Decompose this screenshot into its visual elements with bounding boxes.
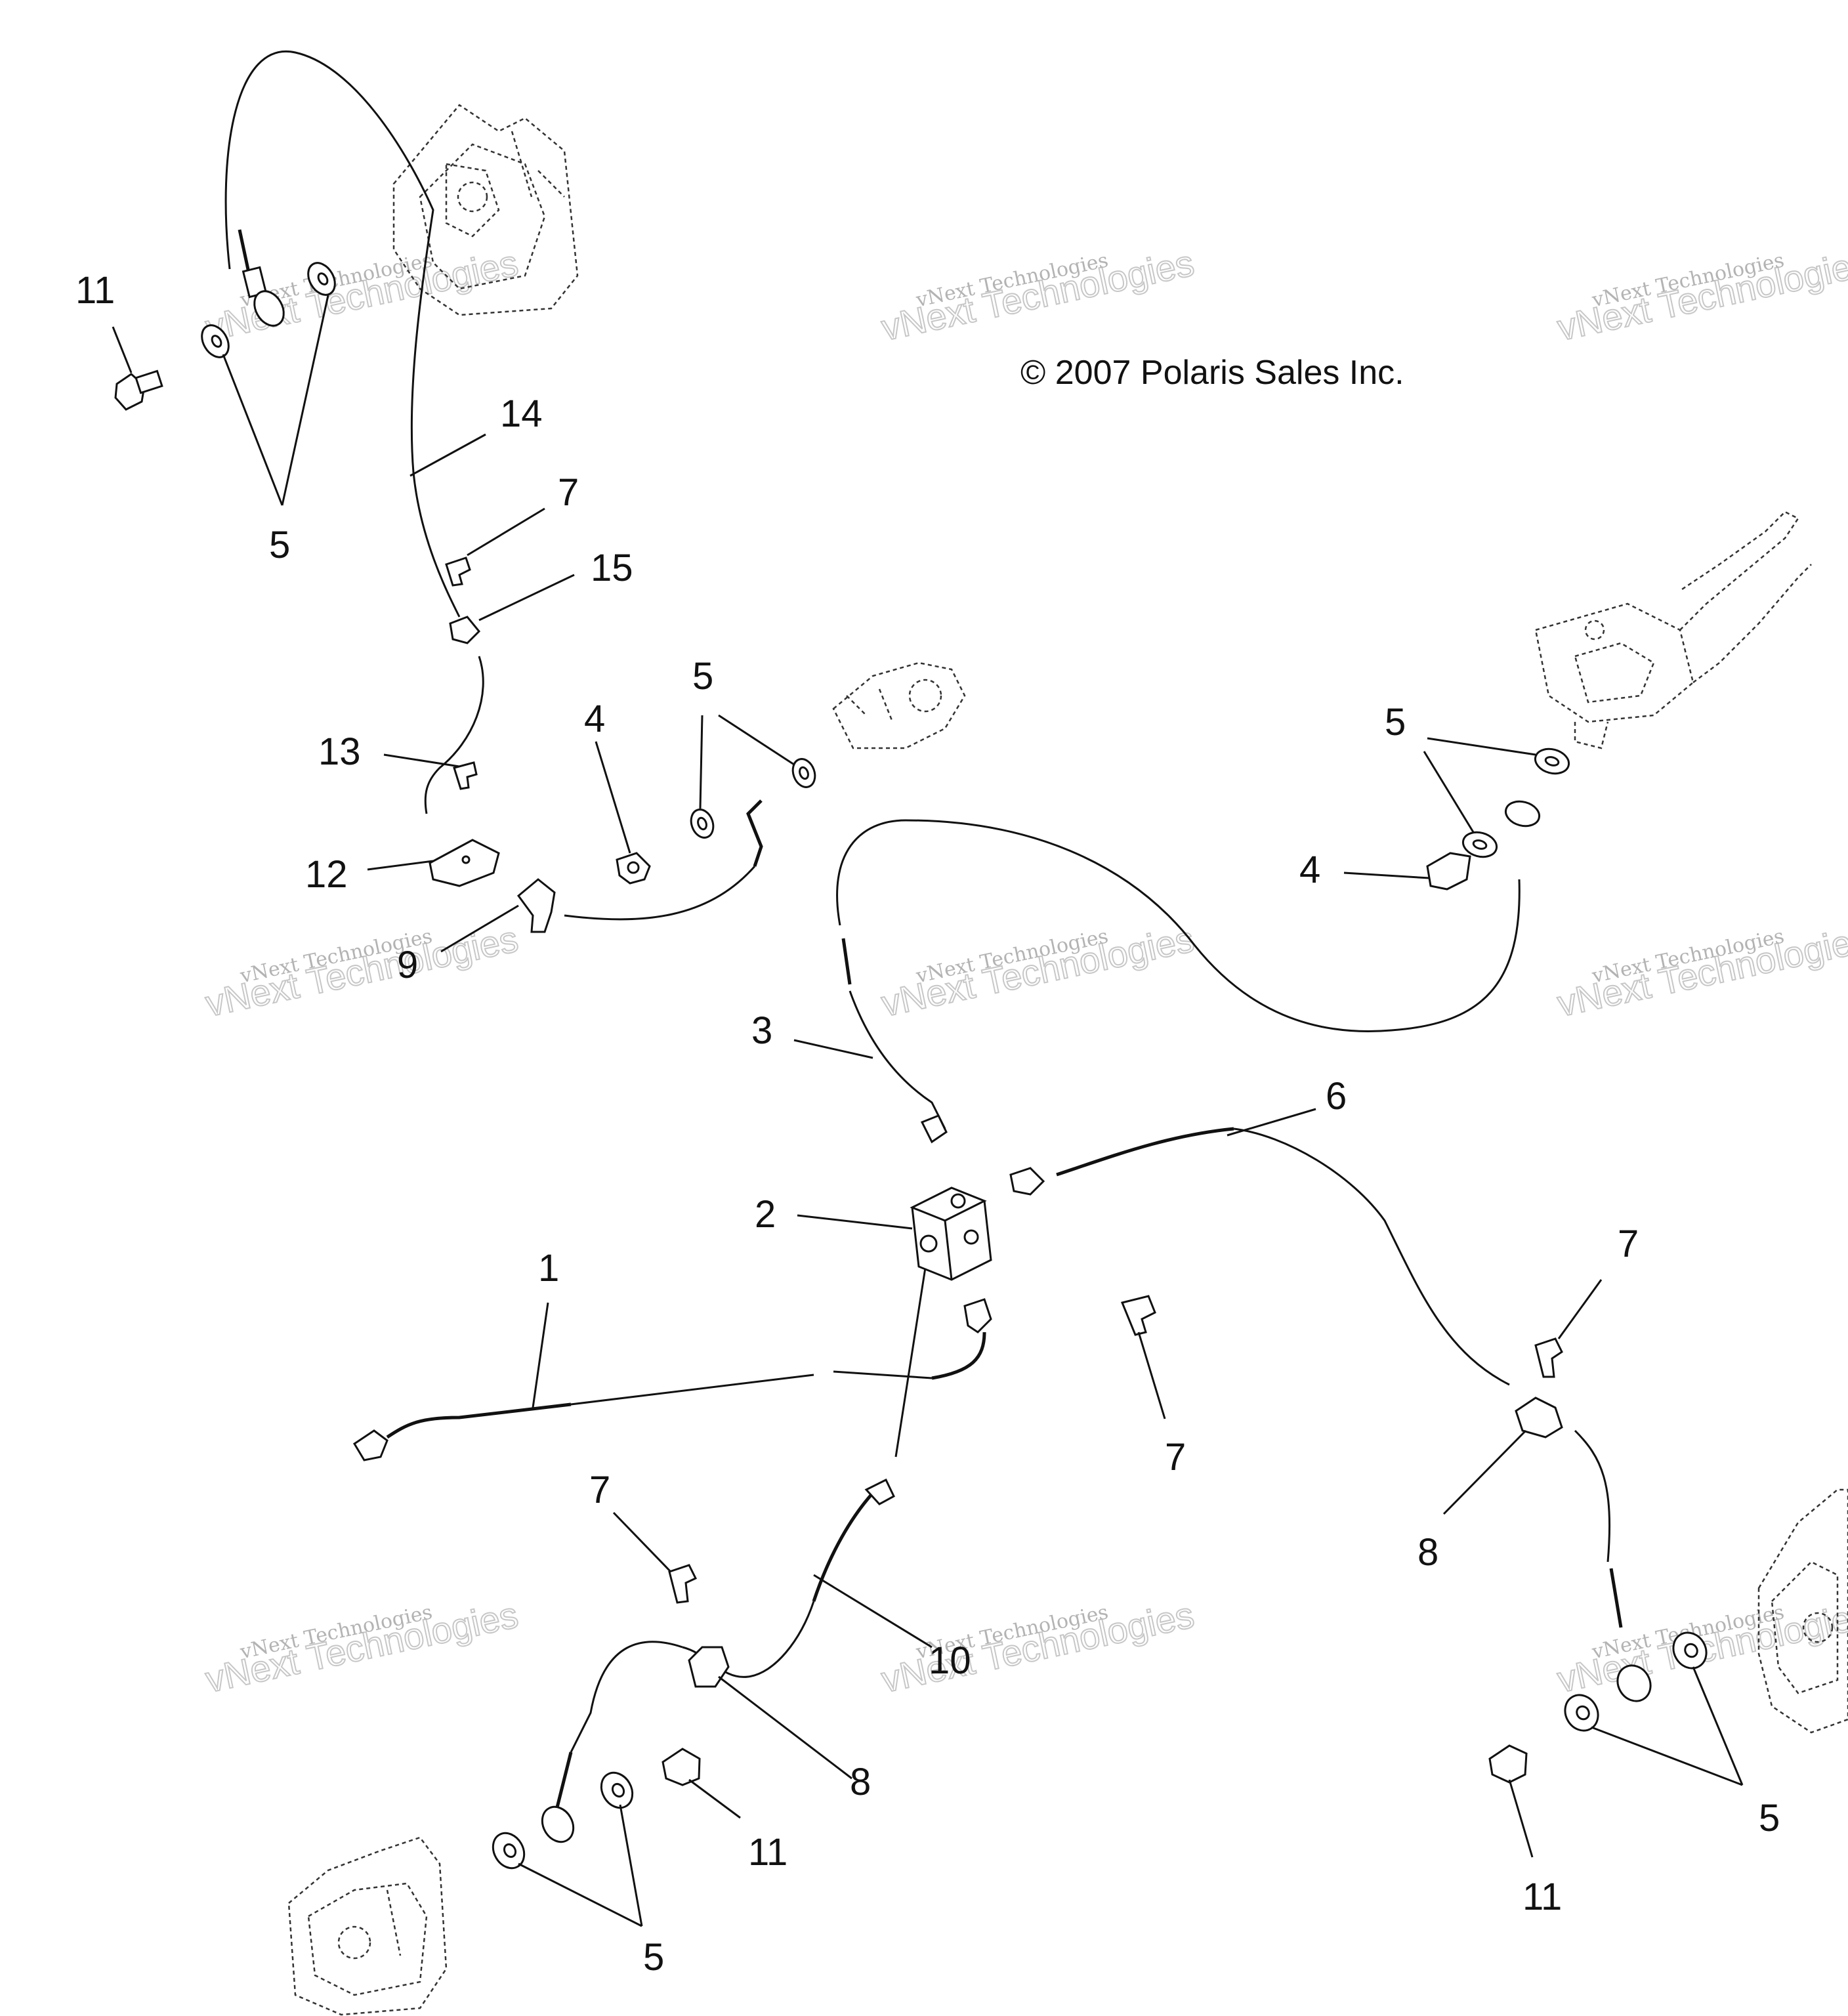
callout-7: 7 <box>589 1469 610 1511</box>
rear-right-caliper <box>1757 1488 1848 1734</box>
watermarks: vNext Technologies vNext Technologies vN… <box>201 241 1848 1700</box>
copyright-notice: © 2007 Polaris Sales Inc. <box>1020 354 1404 392</box>
callout-14: 14 <box>500 392 543 435</box>
callout-11: 11 <box>75 269 115 312</box>
callout-5: 5 <box>1759 1797 1780 1839</box>
brake-switch-fitting <box>832 662 966 749</box>
callout-8: 8 <box>1418 1531 1438 1574</box>
callout-7: 7 <box>1618 1223 1639 1265</box>
hardware-parts <box>114 262 1708 1870</box>
front-left-caliper <box>392 104 579 316</box>
master-cylinder <box>1534 511 1812 749</box>
bolt-11a <box>114 369 163 411</box>
callout-1: 1 <box>538 1247 559 1290</box>
callout-12: 12 <box>305 853 348 896</box>
callout-labels: 11 5 14 7 15 13 12 9 4 5 5 4 3 6 2 1 7 7… <box>75 269 1780 1979</box>
callout-9: 9 <box>397 944 418 986</box>
rear-left-caliper <box>287 1836 448 2016</box>
callout-2: 2 <box>755 1193 776 1236</box>
callout-4: 4 <box>1299 849 1320 891</box>
callout-8: 8 <box>850 1761 871 1803</box>
callout-13: 13 <box>318 730 361 773</box>
callout-5: 5 <box>692 655 713 698</box>
callout-7: 7 <box>558 471 579 514</box>
callout-4: 4 <box>584 698 605 740</box>
callout-10: 10 <box>929 1639 971 1682</box>
callout-7: 7 <box>1165 1436 1186 1479</box>
callout-11: 11 <box>1522 1876 1562 1918</box>
leader-lines <box>112 295 1744 1927</box>
callout-5: 5 <box>1385 701 1406 744</box>
callout-3: 3 <box>751 1009 772 1052</box>
callout-11: 11 <box>748 1831 788 1874</box>
callout-6: 6 <box>1326 1075 1347 1118</box>
callout-5: 5 <box>269 524 290 566</box>
callout-5: 5 <box>643 1936 664 1979</box>
brake-lines <box>224 50 1623 1818</box>
callout-15: 15 <box>591 547 633 589</box>
